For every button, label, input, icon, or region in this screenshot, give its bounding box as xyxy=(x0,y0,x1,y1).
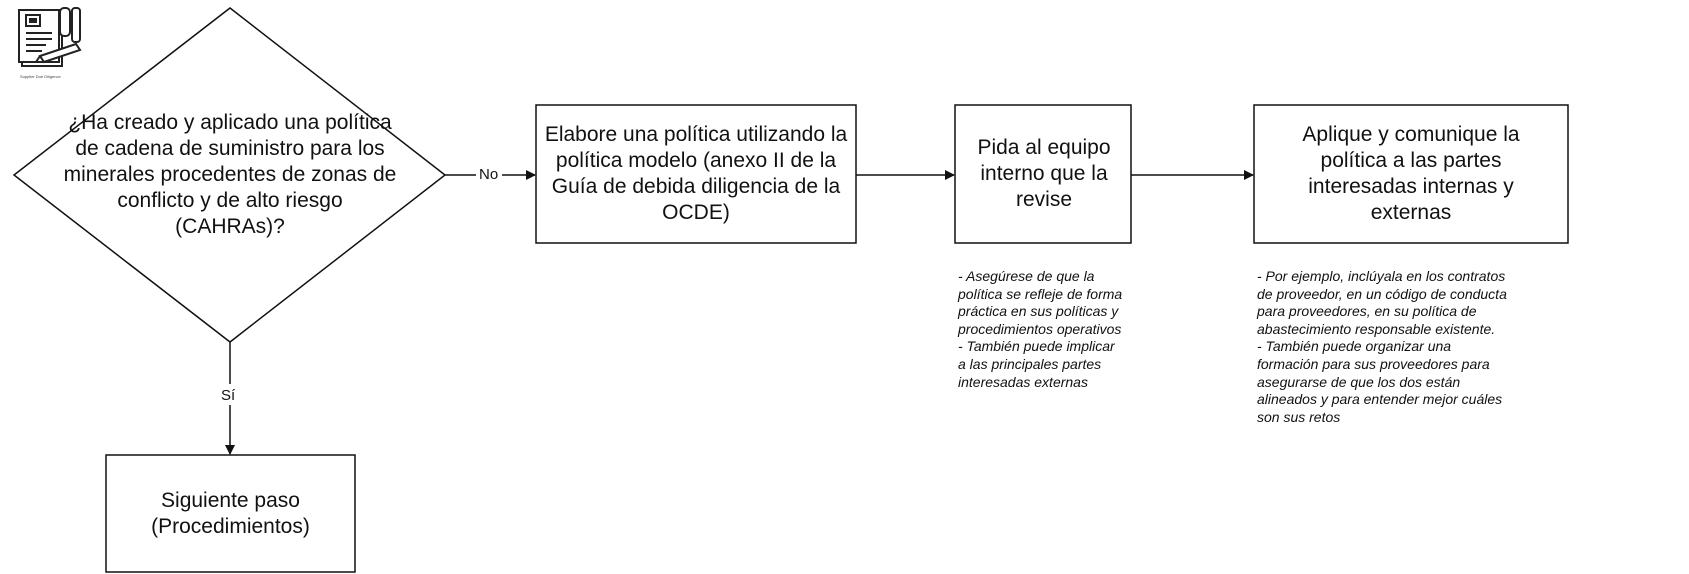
edge-label-si: Sí xyxy=(220,387,237,404)
logo-caption: Supplier Due Diligence xyxy=(20,74,61,79)
aplique-note-line: - También puede organizar una xyxy=(1257,338,1452,355)
aplique-note-line: formación para sus proveedores para xyxy=(1257,355,1490,372)
decision-question-text: ¿Ha creado y aplicado una política de ca… xyxy=(63,111,397,238)
pida-note-line: - También puede implicar xyxy=(958,338,1115,355)
pida-note: - Asegúrese de que la política se reflej… xyxy=(958,268,1122,391)
aplique-note-line: abastecimiento responsable existente. xyxy=(1257,320,1496,337)
pida-note-line: - Asegúrese de que la xyxy=(958,268,1095,284)
aplique-note-line: asegurarse de que los dos están xyxy=(1257,373,1461,390)
logo: Supplier Due Diligence xyxy=(18,4,90,94)
pida-note-line: interesadas externas xyxy=(958,373,1088,390)
siguiente-box xyxy=(105,454,356,573)
pida-note-line: procedimientos operativos xyxy=(958,320,1122,337)
aplique-note-line: de proveedor, en un código de conducta xyxy=(1257,285,1507,302)
document-pen-icon: Supplier Due Diligence xyxy=(18,7,82,79)
aplique-note-line: son sus retos xyxy=(1257,408,1341,425)
siguiente-text: Siguiente paso (Procedimientos) xyxy=(151,488,310,538)
aplique-note-line: - Por ejemplo, inclúyala en los contrato… xyxy=(1257,268,1506,284)
pida-note-line: a las principales partes xyxy=(958,355,1102,372)
pida-note-line: política se refleje de forma xyxy=(958,285,1123,302)
aplique-note-line: para proveedores, en su política de xyxy=(1257,303,1477,320)
aplique-text: Aplique y comunique la política a las pa… xyxy=(1302,123,1520,224)
pida-box xyxy=(954,104,1132,244)
aplique-note: - Por ejemplo, inclúyala en los contrato… xyxy=(1257,268,1507,426)
elabore-box xyxy=(535,104,857,244)
elabore-text: Elabore una política utilizando la polít… xyxy=(544,123,848,224)
aplique-box xyxy=(1253,104,1569,244)
pida-note-line: práctica en sus políticas y xyxy=(958,303,1119,320)
aplique-note-line: alineados y para entender mejor cuáles xyxy=(1257,391,1503,408)
pida-text: Pida al equipo interno que la revise xyxy=(977,136,1111,211)
edge-label-no: No xyxy=(478,166,500,183)
